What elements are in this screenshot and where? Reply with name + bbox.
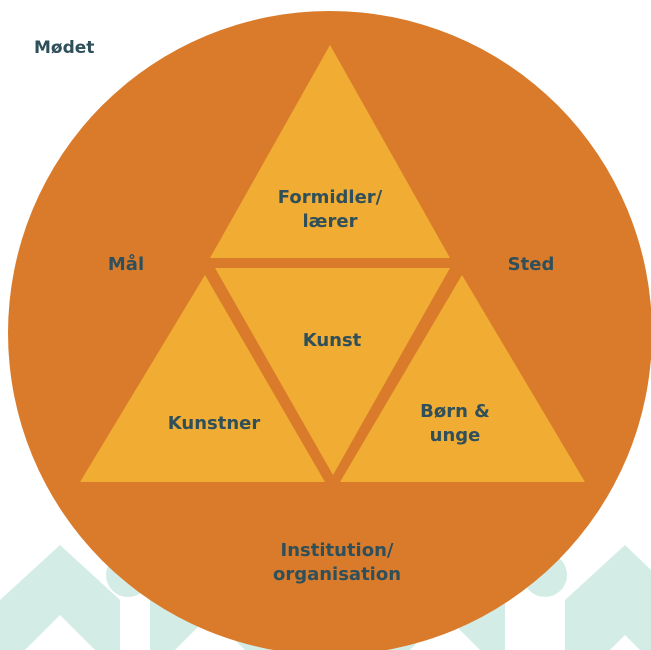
triangle-left: [80, 275, 325, 482]
label-formidler: Formidler/ lærer: [277, 187, 383, 232]
label-sted: Sted: [507, 254, 555, 275]
triangle-top: [210, 45, 450, 258]
label-kunst: Kunst: [302, 330, 362, 351]
label-maal: Mål: [107, 254, 145, 275]
label-institution: Institution/ organisation: [272, 540, 402, 585]
triangle-right: [340, 275, 585, 482]
deco-chevron-right: [565, 545, 651, 650]
label-born-unge: Børn & unge: [420, 401, 490, 446]
diagram-title: Mødet: [34, 38, 95, 58]
triangle-center: [215, 268, 450, 475]
deco-chevron-left: [0, 545, 120, 650]
label-kunstner: Kunstner: [167, 413, 261, 434]
